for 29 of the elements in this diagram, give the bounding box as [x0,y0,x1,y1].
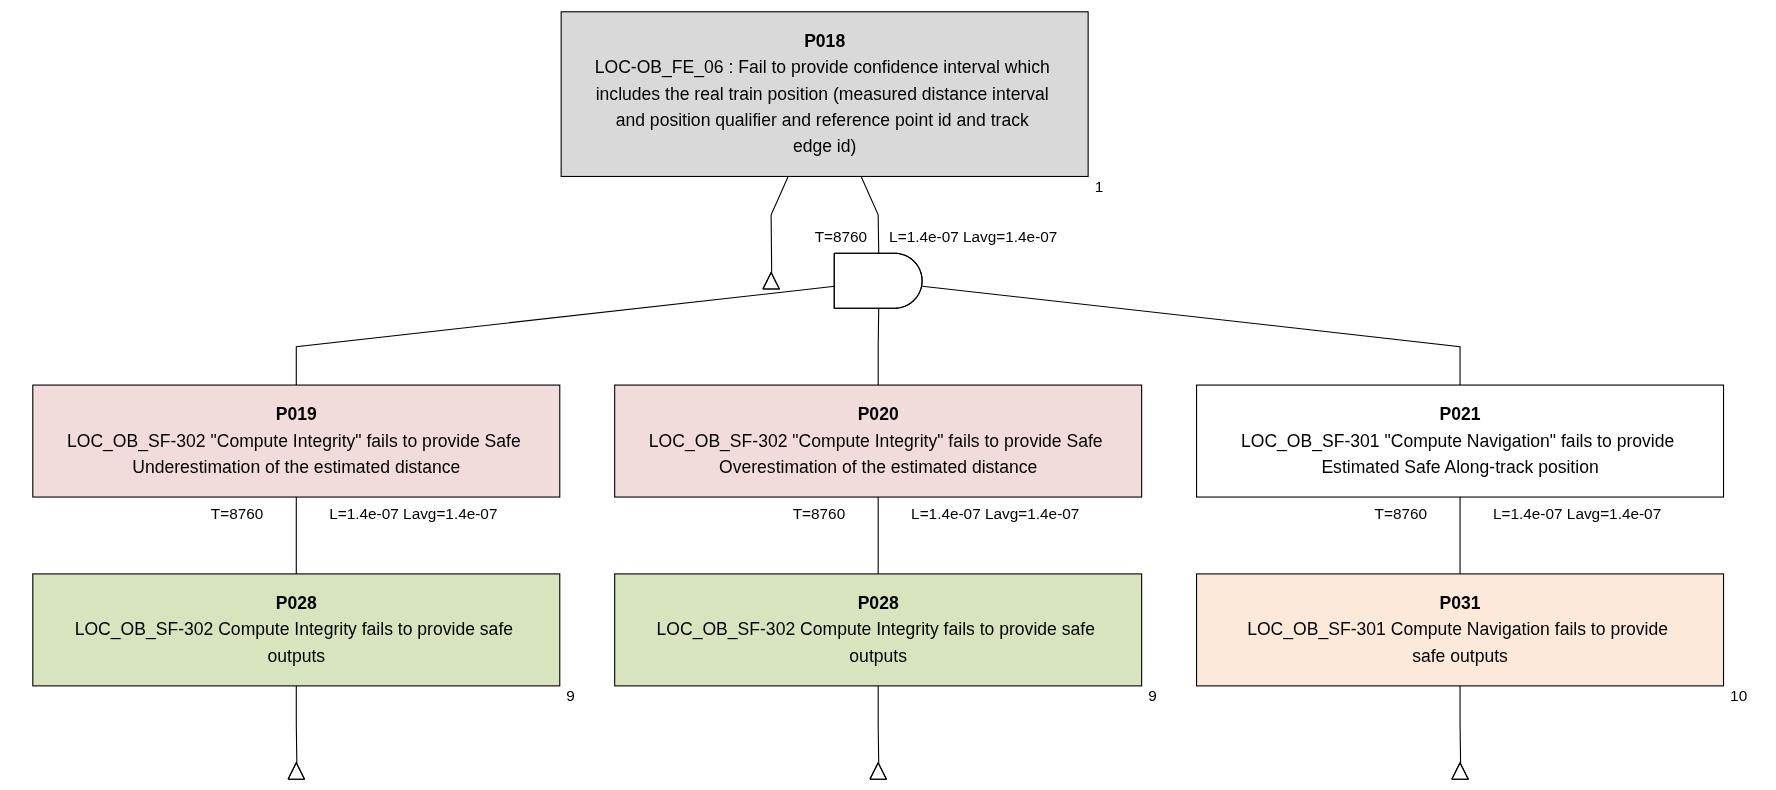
node-box: P028 LOC_OB_SF-302 Compute Integrity fails to provide safe outputs [614,572,1143,686]
connector [770,175,789,274]
node-box: P019 LOC_OB_SF-302 "Compute Integrity" fails to provide Safe Underestimation of the estimated distance [32,384,561,498]
connector [1459,684,1462,764]
annotation-text: 10 [1730,686,1748,704]
annotation-text: T=8760 [210,504,264,522]
connector [1459,496,1461,574]
node-box: P021 LOC_OB_SF-301 "Compute Navigation" fails to provide Estimated Safe Along-track position [1196,384,1725,498]
annotation-text: 1 [1094,177,1104,195]
connector [860,175,880,254]
annotation-text: T=8760 [814,227,868,245]
annotation-text: L=1.4e-07 Lavg=1.4e-07 [1493,504,1662,522]
node-box: P028 LOC_OB_SF-302 Compute Integrity fails to provide safe outputs [32,572,561,686]
annotation-text: 9 [566,686,575,704]
annotation-text: L=1.4e-07 Lavg=1.4e-07 [911,504,1080,522]
annotation-text: T=8760 [1374,504,1428,522]
connector [877,307,880,386]
connector [295,496,297,574]
node-box: P020 LOC_OB_SF-302 "Compute Integrity" fails to provide Safe Overestimation of the estimated distance [614,384,1143,498]
node-box: P031 LOC_OB_SF-301 Compute Navigation fails to provide safe outputs [1196,572,1725,686]
node-box: P018 LOC-OB_FE_06 : Fail to provide confidence interval which includes the real train position (measured distance interval and position qualifier and reference point id and track edge id) [560,10,1089,177]
annotation-text: L=1.4e-07 Lavg=1.4e-07 [889,227,1058,245]
annotation-text: L=1.4e-07 Lavg=1.4e-07 [329,504,498,522]
annotation-text: 9 [1148,686,1157,704]
connector [877,684,880,764]
connector [295,684,298,764]
connector [921,285,1461,386]
annotation-text: T=8760 [792,504,846,522]
connector [877,496,879,574]
